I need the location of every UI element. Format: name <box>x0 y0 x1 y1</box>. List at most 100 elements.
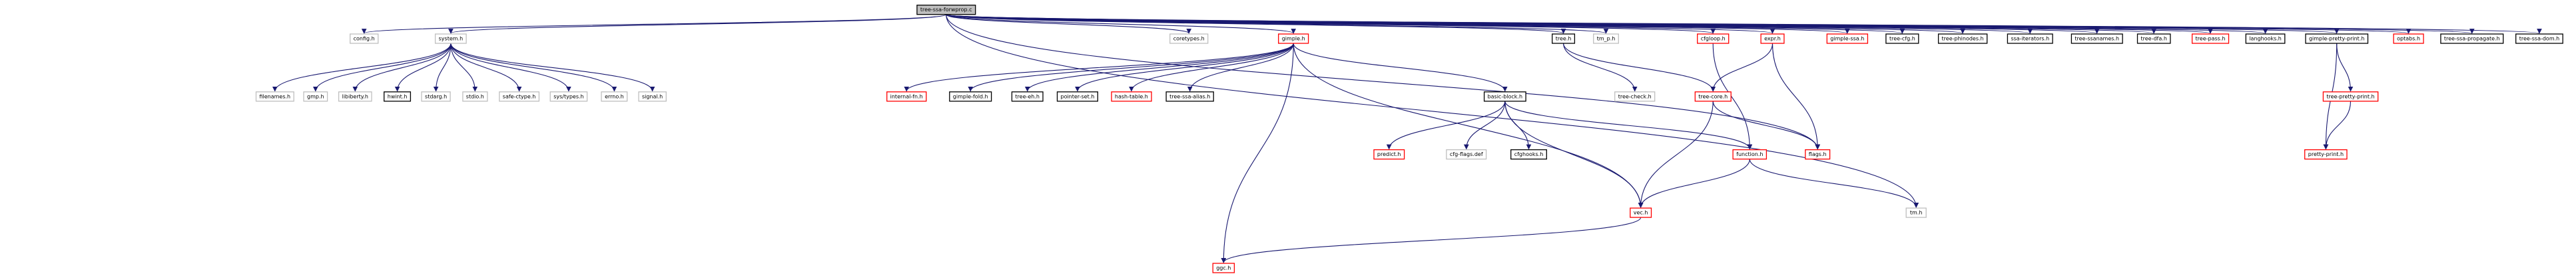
node-langhooks-h[interactable]: langhooks.h <box>2245 33 2286 44</box>
node-ssa-iterators-h[interactable]: ssa-iterators.h <box>2007 33 2053 44</box>
node-tree-ssa-propagate-h[interactable]: tree-ssa-propagate.h <box>2440 33 2504 44</box>
node-box <box>499 91 540 102</box>
node-label: expr.h <box>1764 36 1781 42</box>
node-flags-h[interactable]: flags.h <box>1805 149 1831 160</box>
node-label: tm_p.h <box>1597 36 1616 42</box>
node-label: libiberty.h <box>342 93 368 99</box>
node-label: errno.h <box>605 93 624 99</box>
node-tree-ssa-forwprop-c[interactable]: tree-ssa-forwprop.c <box>916 5 976 15</box>
node-box <box>1011 91 1044 102</box>
node-tree-phinodes-h[interactable]: tree-phinodes.h <box>1937 33 1988 44</box>
node-tree-dfa-h[interactable]: tree-dfa.h <box>2136 33 2171 44</box>
node-box <box>1510 149 1547 160</box>
node-tree-core-h[interactable]: tree-core.h <box>1694 91 1732 102</box>
node-expr-h[interactable]: expr.h <box>1760 33 1785 44</box>
node-label: hash-table.h <box>1115 93 1148 99</box>
edge <box>1293 43 1644 208</box>
node-label: flags.h <box>1809 151 1827 157</box>
node-label: coretypes.h <box>1173 36 1205 42</box>
node-label: tree-ssa-alias.h <box>1169 93 1210 99</box>
edge <box>1463 101 1506 150</box>
node-box <box>303 91 328 102</box>
edge <box>2323 101 2352 150</box>
node-label: system.h <box>439 36 464 42</box>
node-gimple-h[interactable]: gimple.h <box>1278 33 1309 44</box>
node-tree-cfg-h[interactable]: tree-cfg.h <box>1885 33 1919 44</box>
edge <box>1712 101 1821 150</box>
node-internal-fn-h[interactable]: internal-fn.h <box>886 91 927 102</box>
node-cfgloop-h[interactable]: cfgloop.h <box>1697 33 1730 44</box>
node-tree-pass-h[interactable]: tree-pass.h <box>2191 33 2230 44</box>
node-cfghooks-h[interactable]: cfghooks.h <box>1510 149 1547 160</box>
node-box <box>1165 91 1214 102</box>
node-predict-h[interactable]: predict.h <box>1373 149 1405 160</box>
node-tree-pretty-print-h[interactable]: tree-pretty-print.h <box>2322 91 2379 102</box>
node-box <box>350 33 379 44</box>
node-box <box>1697 33 1730 44</box>
node-tree-ssa-dom-h[interactable]: tree-ssa-dom.h <box>2515 33 2563 44</box>
node-box <box>1593 33 1619 44</box>
node-box <box>2136 33 2171 44</box>
edge <box>1075 43 1294 92</box>
node-pretty-print-h[interactable]: pretty-print.h <box>2304 149 2348 160</box>
node-label: pointer-set.h <box>1060 93 1094 99</box>
node-box <box>1373 149 1405 160</box>
node-box <box>384 91 412 102</box>
node-ggc-h[interactable]: ggc.h <box>1212 263 1235 273</box>
node-pointer-set-h[interactable]: pointer-set.h <box>1056 91 1098 102</box>
node-box <box>1630 207 1652 218</box>
edge <box>1504 101 1532 150</box>
node-tree-eh-h[interactable]: tree-eh.h <box>1011 91 1044 102</box>
edge <box>272 43 452 92</box>
edge <box>1638 101 1714 208</box>
node-box <box>1056 91 1098 102</box>
node-label: hwint.h <box>388 93 408 99</box>
node-label: gimple-ssa.h <box>1830 36 1864 42</box>
node-basic-block-h[interactable]: basic-block.h <box>1483 91 1526 102</box>
node-function-h[interactable]: function.h <box>1732 149 1768 160</box>
node-vec-h[interactable]: vec.h <box>1630 207 1652 218</box>
edge <box>2336 43 2354 92</box>
edge <box>1221 217 1642 263</box>
node-coretypes-h: coretypes.h <box>1169 33 1209 44</box>
node-gimple-fold-h[interactable]: gimple-fold.h <box>949 91 992 102</box>
node-label: signal.h <box>642 93 663 99</box>
edge <box>904 43 1294 92</box>
node-tree-ssanames-h[interactable]: tree-ssanames.h <box>2071 33 2123 44</box>
node-gimple-pretty-print-h[interactable]: gimple-pretty-print.h <box>2305 33 2369 44</box>
node-box <box>421 91 451 102</box>
node-label: tree-ssa-propagate.h <box>2444 36 2500 42</box>
edge <box>450 43 478 92</box>
node-label: langhooks.h <box>2249 36 2282 42</box>
node-box <box>2007 33 2053 44</box>
node-label: stdio.h <box>466 93 484 99</box>
node-label: tree-ssa-dom.h <box>2519 36 2559 42</box>
node-box <box>2071 33 2123 44</box>
edge <box>1293 43 1508 92</box>
node-label: ggc.h <box>1216 265 1231 271</box>
node-box <box>1111 91 1152 102</box>
node-gimple-ssa-h[interactable]: gimple-ssa.h <box>1826 33 1869 44</box>
node-box <box>1905 207 1927 218</box>
node-label: tree-check.h <box>1618 93 1652 99</box>
node-tree-h[interactable]: tree.h <box>1552 33 1576 44</box>
node-errno-h: errno.h <box>601 91 628 102</box>
node-label: filenames.h <box>259 93 290 99</box>
node-hash-table-h[interactable]: hash-table.h <box>1111 91 1152 102</box>
edge <box>394 43 452 92</box>
node-box <box>2515 33 2563 44</box>
node-label: tree-dfa.h <box>2141 36 2167 42</box>
node-label: internal-fn.h <box>890 93 923 99</box>
node-hwint-h[interactable]: hwint.h <box>384 91 412 102</box>
edge <box>450 43 522 92</box>
node-tree-ssa-alias-h[interactable]: tree-ssa-alias.h <box>1165 91 1214 102</box>
node-box <box>1937 33 1988 44</box>
edge <box>1386 101 1506 150</box>
node-cfg-flags-def: cfg-flags.def <box>1446 149 1487 160</box>
node-box <box>949 91 992 102</box>
node-label: tree.h <box>1556 36 1572 42</box>
node-box <box>2245 33 2286 44</box>
node-label: safe-ctype.h <box>503 93 536 99</box>
node-optabs-h[interactable]: optabs.h <box>2393 33 2424 44</box>
node-tm-p-h: tm_p.h <box>1593 33 1619 44</box>
